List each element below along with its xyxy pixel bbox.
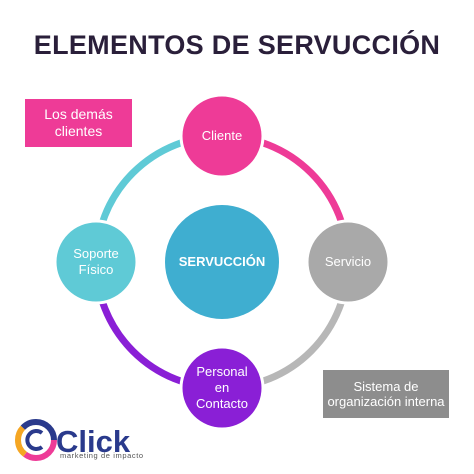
center-label: SERVUCCIÓN [178,254,266,269]
click-logo-icon [15,419,57,461]
other-clients-box: Los demás clientes [25,99,132,147]
internal-system-label: Sistema de organización interna [327,379,445,409]
contact-staff-label: Personal en Contacto [195,364,249,411]
physical-support-label: Soporte Físico [73,246,119,277]
node-service [305,219,391,305]
service-label: Servicio [324,254,372,269]
logo-brand: Click [56,424,131,459]
diagram-title: ELEMENTOS DE SERVUCCIÓN [33,30,441,60]
logo-tagline: marketing de impacto [60,451,144,460]
node-center [165,205,279,319]
internal-system-box: Sistema de organización interna [323,370,449,418]
other-clients-label: Los demás clientes [44,106,113,139]
node-physical-support [53,219,139,305]
node-client [179,93,265,179]
node-contact-staff [179,345,265,431]
client-label: Cliente [201,128,243,143]
